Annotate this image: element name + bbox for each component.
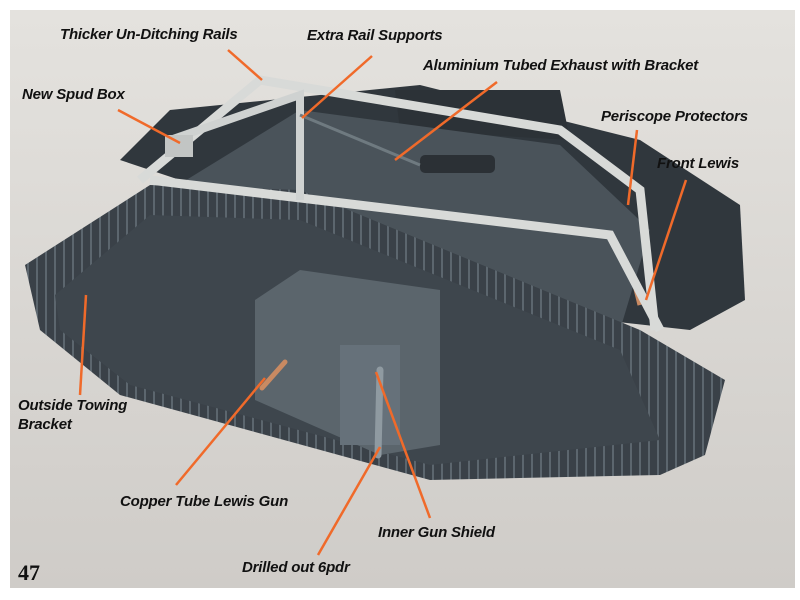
label-towing-line2: Bracket [18, 416, 72, 433]
page-number: 47 [18, 560, 40, 585]
leader-towing [78, 294, 88, 396]
label-inner-shield: Inner Gun Shield [378, 524, 495, 541]
leader-inner-shield [374, 371, 432, 519]
label-towing-line1: Outside Towing [18, 397, 128, 414]
spud-box [165, 135, 193, 157]
leader-rails [227, 49, 263, 81]
rail-rear [137, 75, 660, 331]
gun-shield [340, 345, 400, 445]
exhaust-muffler [420, 155, 495, 173]
leader-spud-box [117, 108, 181, 145]
hull-top [170, 110, 650, 330]
label-rails: Thicker Un-Ditching Rails [60, 26, 238, 43]
label-exhaust: Aluminium Tubed Exhaust with Bracket [423, 57, 699, 74]
leader-supports [301, 55, 373, 119]
label-six-pdr: Drilled out 6pdr [242, 559, 350, 576]
rail-supports [168, 89, 304, 200]
label-periscope: Periscope Protectors [601, 108, 748, 125]
copper-lewis-gun [259, 359, 288, 391]
label-spud-box: New Spud Box [22, 86, 125, 103]
leader-periscope [626, 129, 639, 206]
leader-front-lewis [644, 179, 688, 301]
label-supports: Extra Rail Supports [307, 27, 443, 44]
label-front-lewis: Front Lewis [657, 155, 739, 172]
leader-lines [78, 49, 688, 556]
leader-six-pdr [316, 446, 382, 556]
leader-exhaust [394, 81, 498, 161]
tank-model-photo [10, 10, 795, 588]
label-copper-lewis: Copper Tube Lewis Gun [120, 493, 289, 510]
leader-copper-lewis [175, 377, 266, 486]
